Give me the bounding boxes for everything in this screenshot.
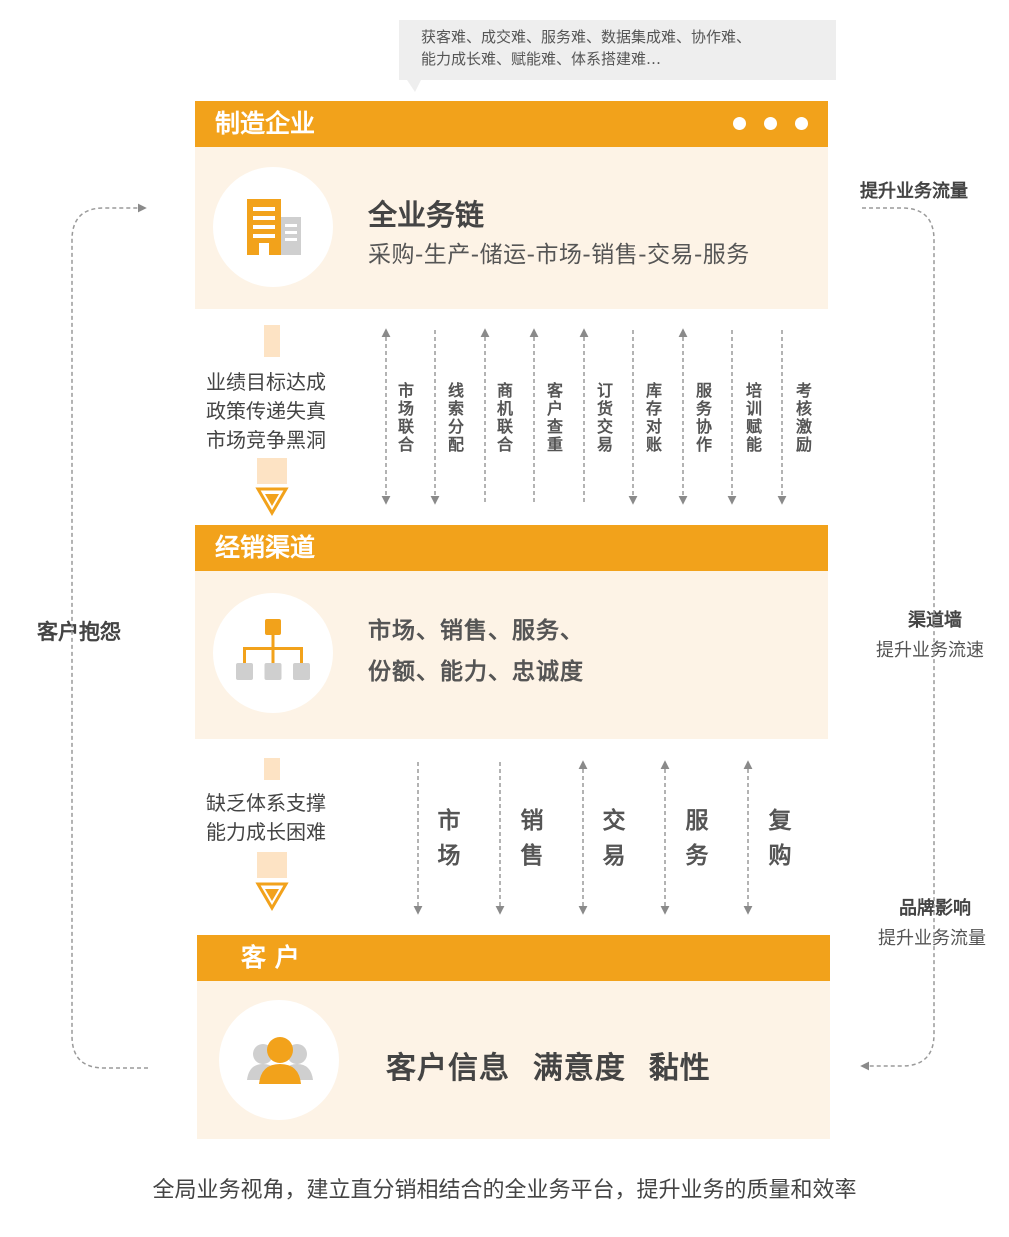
flow-label-market: 市场 (437, 808, 461, 869)
flow-label-opportunity-joint: 商机联合 (496, 381, 513, 454)
upper-problems: 业绩目标达成 政策传递失真 市场竞争黑洞 (206, 368, 326, 455)
manufacturer-header: 制造企业 (195, 101, 828, 147)
brand-impact-label: 品牌影响 (899, 894, 971, 920)
users-icon (219, 1000, 339, 1120)
channel-wall-label: 渠道墙 (908, 606, 962, 632)
down-flow-stem-upper (264, 325, 280, 357)
pain-points-line-1: 获客难、成交难、服务难、数据集成难、协作难、 (421, 28, 752, 46)
manufacturer-header-label: 制造企业 (215, 109, 316, 138)
down-triangle-icon (255, 487, 289, 516)
channel-wall-sub: 提升业务流速 (876, 636, 984, 662)
down-flow-stem-upper-2 (257, 458, 287, 484)
upper-problem-1: 业绩目标达成 (206, 370, 326, 394)
manufacturer-subtitle: 采购-生产-储运-市场-销售-交易-服务 (368, 242, 750, 268)
customer-header-label: 客 户 (241, 943, 300, 972)
bubble-tail (407, 80, 421, 92)
upper-problem-2: 政策传递失真 (206, 399, 326, 423)
flow-label-trade: 交易 (602, 808, 626, 869)
pain-points-bubble: 获客难、成交难、服务难、数据集成难、协作难、 能力成长难、赋能难、体系搭建难… (399, 20, 836, 80)
flow-label-lead-assign: 线索分配 (447, 381, 464, 454)
channel-header-label: 经销渠道 (215, 533, 316, 562)
lower-problem-1: 缺乏体系支撑 (206, 791, 326, 815)
flow-label-service: 服务 (685, 808, 709, 869)
org-chart-icon (213, 593, 333, 713)
flow-label-sales: 销售 (520, 808, 544, 869)
brand-impact-sub: 提升业务流量 (878, 924, 986, 950)
flow-label-training: 培训赋能 (745, 381, 762, 454)
channel-header: 经销渠道 (195, 525, 828, 571)
lower-problems: 缺乏体系支撑 能力成长困难 (206, 789, 326, 847)
right-top-label: 提升业务流量 (860, 181, 968, 202)
down-triangle-icon-lower (255, 882, 289, 911)
customer-attributes: 客户信息 满意度 黏性 (386, 1051, 711, 1086)
flow-label-customer-dedupe: 客户查重 (546, 381, 563, 454)
footer-caption: 全局业务视角，建立直分销相结合的全业务平台，提升业务的质量和效率 (152, 1178, 857, 1203)
upper-problem-3: 市场竞争黑洞 (206, 428, 326, 452)
flow-label-service-collab: 服务协作 (695, 381, 712, 454)
flow-label-repurchase: 复购 (768, 808, 792, 869)
pain-points-line-2: 能力成长难、赋能难、体系搭建难… (421, 50, 662, 68)
lower-problem-2: 能力成长困难 (206, 820, 326, 844)
more-dots-icon (728, 101, 828, 147)
flow-label-order-trade: 订货交易 (596, 381, 613, 454)
flow-label-market-joint: 市场联合 (397, 381, 414, 454)
down-flow-stem-lower (264, 758, 280, 780)
down-flow-stem-lower-2 (257, 852, 287, 878)
channel-line-2: 份额、能力、忠诚度 (368, 659, 584, 685)
building-icon (213, 167, 333, 287)
customer-header: 客 户 (197, 935, 830, 981)
flow-label-incentive: 考核激励 (795, 381, 812, 454)
left-loop-label: 客户抱怨 (37, 614, 121, 648)
manufacturer-title: 全业务链 (368, 198, 485, 232)
flow-label-inventory-recon: 库存对账 (645, 381, 662, 454)
channel-line-1: 市场、销售、服务、 (368, 618, 584, 644)
